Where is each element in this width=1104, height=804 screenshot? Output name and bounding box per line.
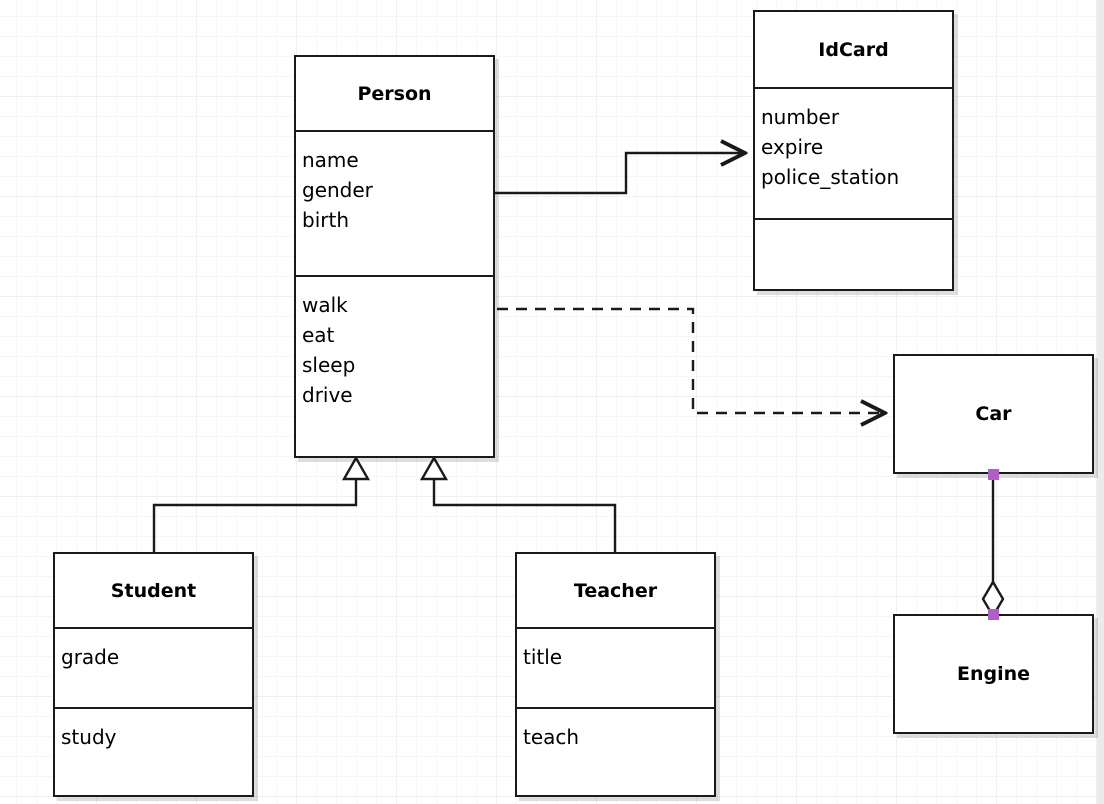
uml-class-car[interactable]: Car — [893, 354, 1094, 474]
connection-handle-car[interactable] — [988, 469, 999, 480]
attribute-item: gender — [302, 178, 373, 202]
uml-class-teacher[interactable]: Teacher title teach — [515, 552, 716, 797]
class-name-idcard: IdCard — [818, 38, 889, 61]
operation-item: walk — [302, 293, 348, 317]
uml-class-engine[interactable]: Engine — [893, 614, 1094, 734]
attribute-item: expire — [761, 135, 824, 159]
attributes-compartment-idcard: number expire police_station — [755, 87, 952, 218]
operation-item: sleep — [302, 353, 356, 377]
attribute-item: number — [761, 105, 840, 129]
class-name-car: Car — [975, 403, 1012, 425]
edge-student-person[interactable] — [152, 455, 371, 552]
attribute-item: title — [523, 645, 563, 669]
attribute-item: grade — [61, 645, 120, 669]
class-name-engine: Engine — [956, 663, 1031, 685]
attribute-item: police_station — [761, 165, 900, 189]
uml-class-idcard[interactable]: IdCard number expire police_station — [753, 10, 954, 291]
operations-compartment-idcard — [755, 218, 952, 289]
operation-item: teach — [523, 725, 580, 749]
edge-teacher-person[interactable] — [419, 455, 617, 552]
class-name-person: Person — [357, 82, 432, 105]
attribute-item: name — [302, 148, 359, 172]
operations-compartment-teacher: teach — [517, 707, 714, 795]
attributes-compartment-person: name gender birth — [296, 130, 493, 275]
operation-item: eat — [302, 323, 335, 347]
attributes-compartment-teacher: title — [517, 627, 714, 707]
operation-item: drive — [302, 383, 353, 407]
operations-compartment-person: walk eat sleep drive — [296, 275, 493, 456]
connection-handle-engine[interactable] — [988, 609, 999, 620]
canvas-right-gutter — [1097, 0, 1104, 804]
uml-class-person[interactable]: Person name gender birth walk eat sleep … — [294, 55, 495, 458]
edge-car-engine[interactable] — [981, 474, 1005, 619]
edge-person-idcard[interactable] — [495, 153, 745, 195]
class-name-teacher: Teacher — [573, 579, 658, 602]
operation-item: study — [61, 725, 117, 749]
uml-class-student[interactable]: Student grade study — [53, 552, 254, 797]
edge-person-car[interactable] — [497, 307, 885, 413]
class-name-student: Student — [110, 579, 197, 602]
attribute-item: birth — [302, 208, 349, 232]
attributes-compartment-student: grade — [55, 627, 252, 707]
operations-compartment-student: study — [55, 707, 252, 795]
